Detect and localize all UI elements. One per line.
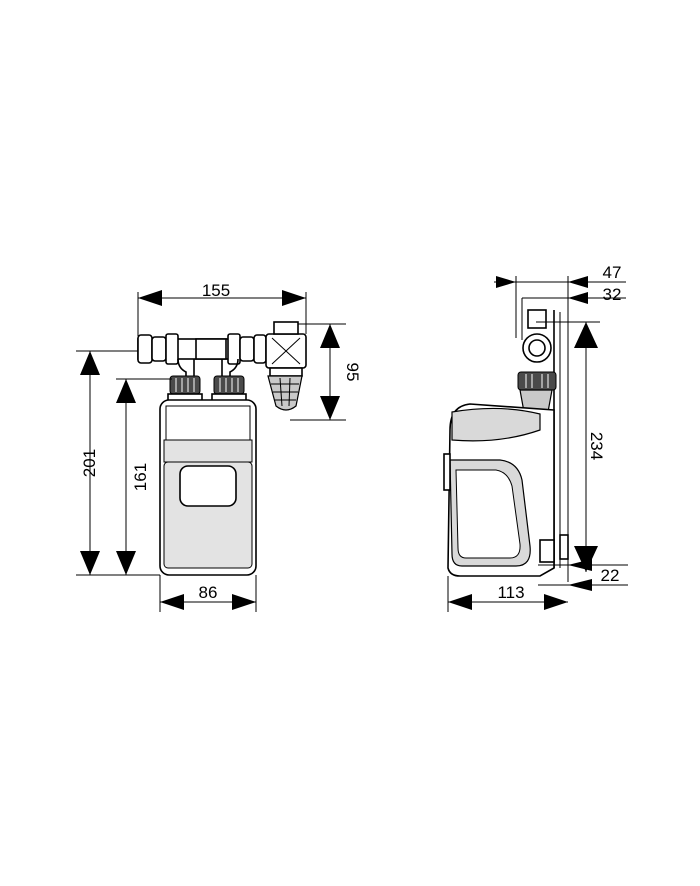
dimension-201: 201 bbox=[76, 350, 160, 576]
dimension-32-label: 32 bbox=[603, 285, 622, 304]
dimension-155-label: 155 bbox=[202, 281, 230, 300]
side-valve bbox=[517, 309, 557, 413]
dimension-234: 234 bbox=[536, 321, 606, 572]
dimension-161: 161 bbox=[116, 378, 172, 575]
side-view: 47 32 234 22 bbox=[443, 263, 628, 612]
dimension-201-label: 201 bbox=[80, 449, 99, 477]
dimension-161-label: 161 bbox=[131, 463, 150, 491]
dimension-32: 32 bbox=[521, 285, 626, 340]
front-nut-left bbox=[167, 375, 203, 403]
dimension-86: 86 bbox=[159, 575, 257, 612]
front-heater-body bbox=[159, 399, 257, 576]
dimension-22-label: 22 bbox=[601, 566, 620, 585]
dimension-95: 95 bbox=[290, 323, 362, 421]
front-nut-right bbox=[211, 375, 247, 403]
dimension-113: 113 bbox=[447, 576, 568, 612]
side-wall-plate bbox=[553, 310, 569, 568]
dimension-155: 155 bbox=[137, 281, 307, 336]
dimension-86-label: 86 bbox=[199, 583, 218, 602]
dimension-113-label: 113 bbox=[497, 583, 524, 602]
front-pipe-assembly bbox=[137, 321, 307, 411]
dimension-47: 47 bbox=[494, 263, 626, 582]
dimension-234-label: 234 bbox=[587, 432, 606, 460]
dimension-95-label: 95 bbox=[343, 363, 362, 382]
side-heater-body bbox=[443, 403, 555, 577]
dimension-47-label: 47 bbox=[603, 263, 622, 282]
dimension-22: 22 bbox=[538, 559, 628, 591]
front-view: 155 95 201 161 bbox=[76, 281, 362, 612]
